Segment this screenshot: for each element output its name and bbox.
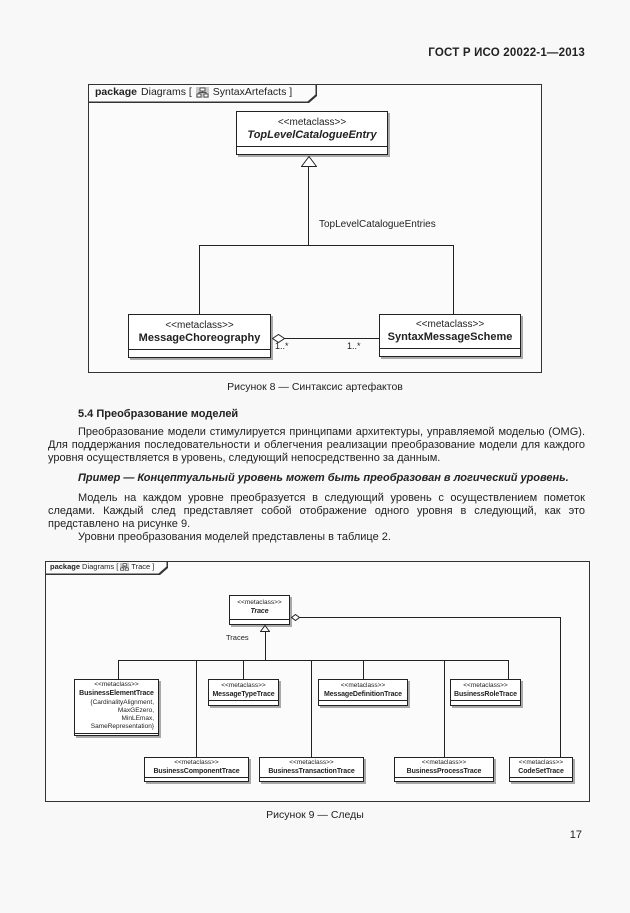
- constraint-block: {CardinalityAlignment, MaxGEzero, MinLEm…: [77, 698, 156, 732]
- empty-compartment: [260, 777, 363, 782]
- class-name: BusinessProcessTrace: [406, 768, 482, 775]
- class-business-role-trace: <<metaclass>> BusinessRoleTrace: [450, 679, 521, 706]
- stereotype-label: <<metaclass>>: [289, 759, 334, 766]
- drop-message-type-trace: [243, 660, 244, 679]
- empty-compartment: [451, 700, 520, 705]
- multiplicity-right: 1..*: [347, 341, 361, 351]
- generalization-arrow-icon: [260, 625, 270, 632]
- empty-compartment: [395, 777, 493, 782]
- stereotype-label: <<metaclass>>: [421, 759, 467, 766]
- page-number: 17: [569, 829, 582, 841]
- figure9-frame-tab: package Diagrams [ Trace ]: [46, 562, 168, 575]
- frame-name: SyntaxArtefacts ]: [212, 86, 293, 99]
- paragraph: Преобразование модели стимулируется прин…: [48, 426, 585, 464]
- empty-compartment: [209, 700, 278, 705]
- stereotype-label: <<metaclass>>: [415, 319, 485, 330]
- package-keyword: package: [95, 86, 138, 99]
- class-name: CodeSetTrace: [518, 768, 564, 775]
- empty-compartment: [129, 349, 270, 357]
- drop-message-definition-trace: [363, 660, 364, 679]
- empty-compartment: [380, 348, 520, 356]
- paragraph: Модель на каждом уровне преобразуется в …: [48, 492, 585, 530]
- empty-compartment: [75, 733, 158, 738]
- figure9-package-frame: package Diagrams [ Trace ] <<metaclass>>…: [45, 561, 590, 802]
- class-message-type-trace: <<metaclass>> MessageTypeTrace: [208, 679, 279, 706]
- class-name: TopLevelCatalogueEntry: [247, 128, 377, 141]
- edge-label: Traces: [226, 633, 249, 642]
- stereotype-label: <<metaclass>>: [94, 681, 139, 688]
- paragraph: Уровни преобразования моделей представле…: [78, 531, 391, 543]
- figure8-frame-tab: package Diagrams [ SyntaxArtefacts ]: [89, 85, 317, 103]
- branch-drop-left: [199, 245, 200, 314]
- class-syntax-message-scheme: <<metaclass>> SyntaxMessageScheme: [379, 314, 521, 357]
- figure9-caption: Рисунок 9 — Следы: [266, 809, 364, 821]
- class-name: Trace: [250, 608, 269, 615]
- frame-name: Trace ]: [131, 562, 155, 572]
- drop-business-transaction-trace: [311, 660, 312, 757]
- drop-business-role-trace: [508, 660, 509, 679]
- class-name: BusinessElementTrace: [79, 690, 154, 697]
- multiplicity-left: 1..*: [275, 341, 289, 351]
- figure8-caption: Рисунок 8 — Синтаксис артефактов: [227, 381, 403, 393]
- constraint-line: MinLEmax,: [121, 715, 154, 722]
- diagram-icon: [196, 87, 209, 98]
- stereotype-label: <<metaclass>>: [277, 116, 347, 128]
- drop-business-process-trace: [444, 660, 445, 757]
- example-paragraph: Пример — Концептуальный уровень может бы…: [78, 472, 569, 484]
- stereotype-label: <<metaclass>>: [165, 319, 234, 331]
- generalization-line: [308, 167, 309, 245]
- class-name: MessageChoreography: [138, 331, 261, 344]
- generalization-line: [265, 632, 266, 660]
- class-top-level-catalogue-entry: <<metaclass>> TopLevelCatalogueEntry: [236, 111, 388, 155]
- class-code-set-trace: <<metaclass>> CodeSetTrace: [509, 757, 573, 782]
- class-name: MessageTypeTrace: [212, 690, 275, 698]
- constraint-line: {CardinalityAlignment,: [90, 699, 154, 706]
- frame-context: Diagrams [: [141, 86, 192, 99]
- constraint-line: MaxGEzero,: [117, 707, 154, 714]
- drop-business-component-trace: [196, 660, 197, 757]
- class-business-process-trace: <<metaclass>> BusinessProcessTrace: [394, 757, 494, 782]
- diagram-icon: [120, 563, 129, 571]
- aggregation-line: [299, 617, 560, 618]
- edge-label: TopLevelCatalogueEntries: [319, 219, 436, 230]
- empty-compartment: [237, 146, 387, 154]
- page-header: ГОСТ Р ИСО 20022-1—2013: [428, 47, 585, 59]
- branch-line: [199, 245, 454, 246]
- class-name: MessageDefinitionTrace: [324, 690, 402, 698]
- drop-business-element-trace: [118, 660, 119, 679]
- class-name: BusinessComponentTrace: [153, 768, 240, 775]
- section-heading: 5.4 Преобразование моделей: [78, 408, 239, 420]
- stereotype-label: <<metaclass>>: [221, 681, 266, 689]
- stereotype-label: <<metaclass>>: [174, 759, 219, 766]
- stereotype-label: <<metaclass>>: [463, 681, 508, 689]
- class-name: BusinessTransactionTrace: [268, 768, 355, 775]
- association-line: [284, 338, 379, 339]
- class-business-component-trace: <<metaclass>> BusinessComponentTrace: [144, 757, 249, 782]
- class-business-transaction-trace: <<metaclass>> BusinessTransactionTrace: [259, 757, 364, 782]
- class-trace: <<metaclass>> Trace: [229, 595, 290, 625]
- frame-context: Diagrams [: [82, 562, 119, 572]
- class-message-choreography: <<metaclass>> MessageChoreography: [128, 314, 271, 358]
- empty-compartment: [319, 700, 407, 705]
- aggregation-drop: [560, 617, 561, 758]
- stereotype-label: <<metaclass>>: [237, 599, 282, 606]
- empty-compartment: [145, 777, 248, 782]
- class-business-element-trace: <<metaclass>> BusinessElementTrace {Card…: [74, 679, 159, 736]
- package-keyword: package: [50, 562, 81, 572]
- class-name: SyntaxMessageScheme: [387, 331, 513, 343]
- generalization-arrow-icon: [301, 156, 317, 167]
- branch-drop-right: [453, 245, 454, 314]
- empty-compartment: [510, 777, 572, 782]
- figure8-package-frame: package Diagrams [ SyntaxArtefacts ] <<m…: [88, 84, 542, 373]
- branch-line: [118, 660, 509, 661]
- stereotype-label: <<metaclass>>: [518, 759, 564, 766]
- section-5-4: 5.4 Преобразование моделей Преобразовани…: [48, 408, 585, 544]
- stereotype-label: <<metaclass>>: [340, 681, 386, 689]
- class-message-definition-trace: <<metaclass>> MessageDefinitionTrace: [318, 679, 408, 706]
- constraint-line: SameRepresentation}: [90, 723, 154, 730]
- class-name: BusinessRoleTrace: [454, 690, 517, 698]
- empty-compartment: [230, 619, 289, 624]
